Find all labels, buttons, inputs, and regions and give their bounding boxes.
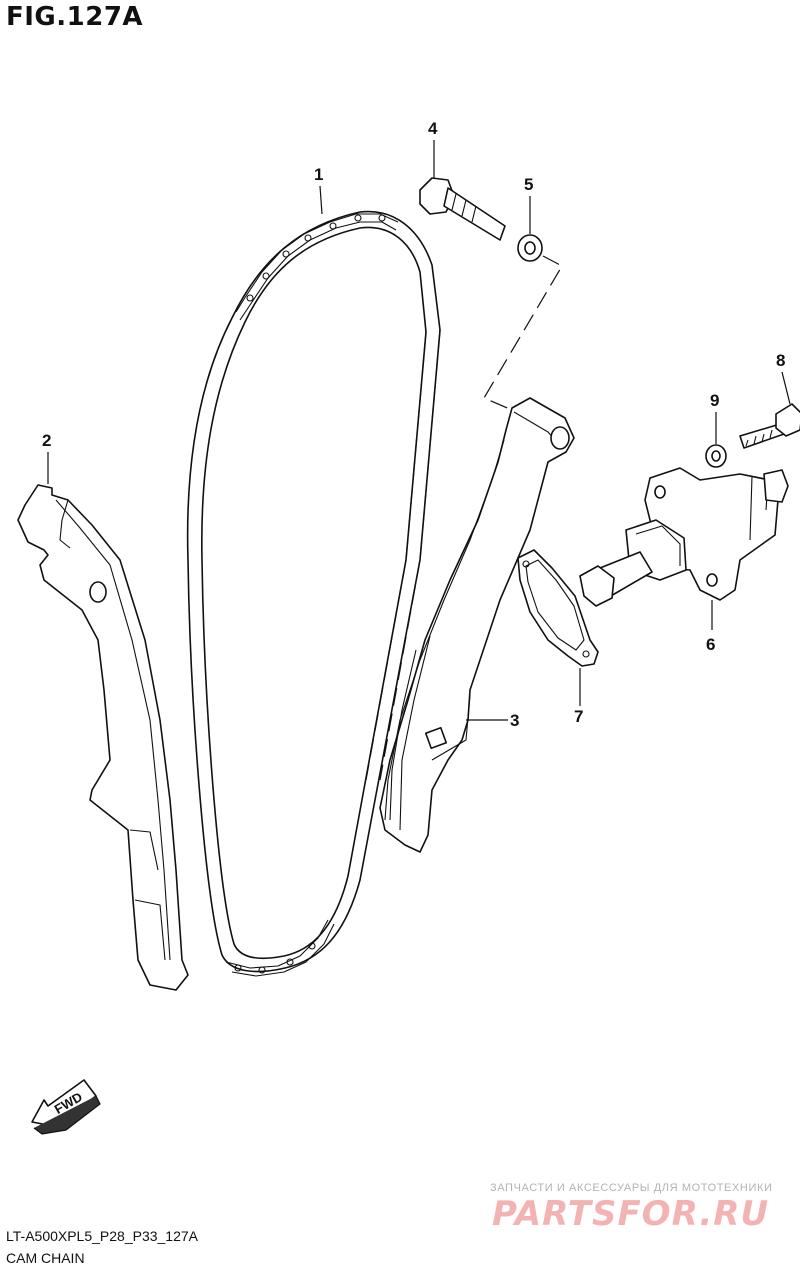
cam-chain[interactable] xyxy=(186,210,441,977)
callout-4: 4 xyxy=(428,119,438,138)
figure-caption: CAM CHAIN xyxy=(6,1250,85,1266)
chain-guide-front[interactable] xyxy=(17,484,189,991)
fwd-direction-arrow: FWD xyxy=(31,1079,101,1135)
chain-tensioner[interactable] xyxy=(579,467,789,607)
callout-9: 9 xyxy=(710,391,719,410)
callout-2: 2 xyxy=(42,431,51,450)
tensioner-bolt[interactable] xyxy=(739,403,800,449)
leader-1 xyxy=(319,185,323,215)
pivot-bolt[interactable] xyxy=(419,177,506,241)
leader-8 xyxy=(781,371,791,405)
reference-code: LT-A500XPL5_P28_P33_127A xyxy=(6,1228,199,1244)
tensioner-gasket[interactable] xyxy=(517,549,599,667)
callout-1: 1 xyxy=(314,165,323,184)
washer-pivot[interactable] xyxy=(517,234,543,262)
callout-6: 6 xyxy=(706,635,715,654)
washer-tensioner[interactable] xyxy=(705,444,727,468)
figure-title: FIG.127A xyxy=(6,2,144,32)
watermark-tagline: ЗАПЧАСТИ И АКСЕССУАРЫ ДЛЯ МОТОТЕХНИКИ xyxy=(490,1182,773,1194)
chain-guide-tensioner[interactable] xyxy=(379,397,575,853)
watermark-logo: PARTSFOR.RU xyxy=(492,1194,770,1234)
callout-5: 5 xyxy=(524,175,533,194)
assembly-line-pivot xyxy=(483,255,563,411)
callout-8: 8 xyxy=(776,351,785,370)
callout-3: 3 xyxy=(510,711,519,730)
callout-7: 7 xyxy=(574,707,583,726)
